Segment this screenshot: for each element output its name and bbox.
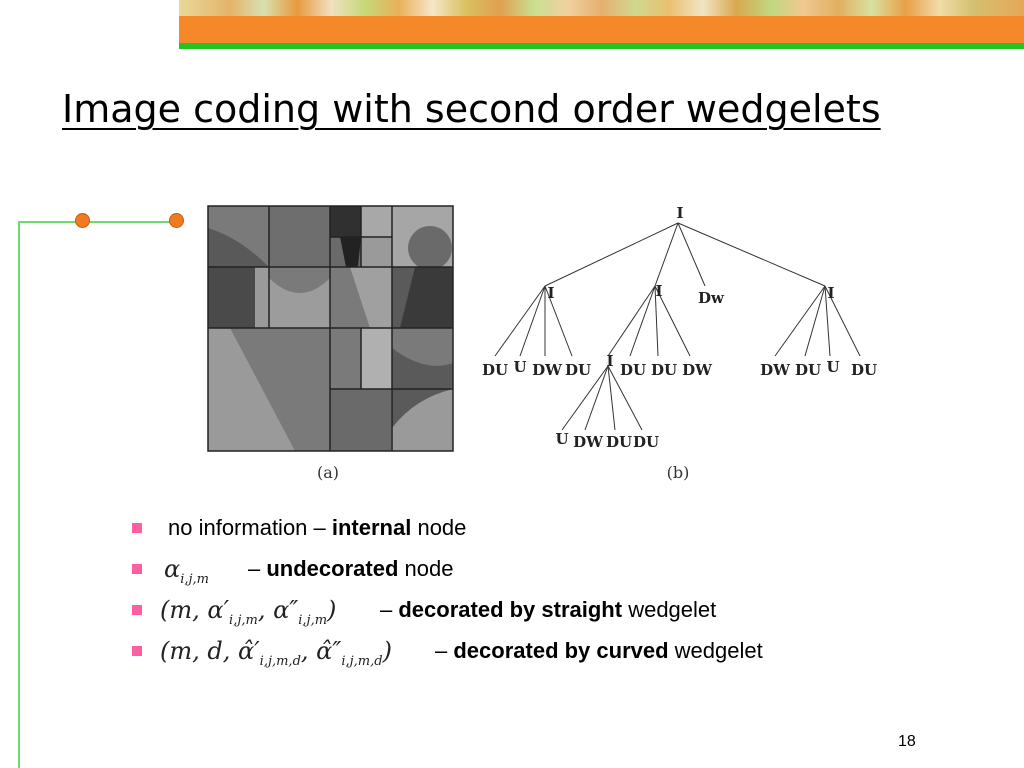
leaf-mid-1: DU (620, 361, 646, 379)
tree-left-label: I (547, 284, 554, 302)
bullet-text: – decorated by straight wedgelet (380, 597, 717, 622)
leaf-inner-3: DU (606, 433, 632, 451)
bullet-undecorated: αi,j,m – undecorated node (130, 551, 990, 587)
bullet-square-icon (132, 605, 142, 615)
tree-labels: I I I Dw I I DU U DW DU DU DU DW DW DU U… (482, 204, 877, 451)
decor-dot-left (75, 213, 90, 228)
math-alpha: αi,j,m (164, 555, 209, 587)
leaf-mid-2: DU (651, 361, 677, 379)
tree-inner-label: I (606, 352, 613, 370)
leaf-left-2: U (513, 358, 526, 376)
leaf-right-4: DU (851, 361, 877, 379)
wedgelet-figure: (a) I I I Dw (200, 198, 900, 488)
leaf-right-1: DW (760, 361, 791, 379)
header-decor-banner (179, 0, 1024, 16)
leaf-left-4: DU (565, 361, 591, 379)
bullet-straight: (m, α′i,j,m, α″i,j,m) – decorated by str… (130, 592, 990, 628)
caption-b: (b) (667, 463, 690, 482)
math-straight: (m, α′i,j,m, α″i,j,m) (160, 596, 337, 628)
tree-root-label: I (676, 204, 683, 222)
math-curved: (m, d, α̂′i,j,m,d, α̂″i,j,m,d) (160, 637, 392, 669)
leaf-right-3: U (826, 358, 839, 376)
bullet-square-icon (132, 646, 142, 656)
wedgelet-figure-svg: (a) I I I Dw (207, 204, 877, 482)
leaf-inner-2: DW (573, 433, 604, 451)
header-orange-band (179, 16, 1024, 43)
bullet-square-icon (132, 523, 142, 533)
slide-title: Image coding with second order wedgelets (62, 87, 881, 131)
bullet-curved: (m, d, α̂′i,j,m,d, α̂″i,j,m,d) – decorat… (130, 633, 990, 669)
leaf-left-3: DW (532, 361, 563, 379)
page-number: 18 (898, 733, 916, 750)
tree-middle-label: I (655, 282, 662, 300)
leaf-right-2: DU (795, 361, 821, 379)
tree-dw-label: Dw (698, 289, 725, 307)
bullet-text: no information – internal node (168, 515, 467, 540)
bullet-text: – decorated by curved wedgelet (435, 638, 763, 663)
caption-a: (a) (317, 463, 339, 482)
leaf-inner-1: U (555, 430, 568, 448)
bullet-internal: no information – internal node (130, 510, 990, 546)
decor-vertical-line (18, 221, 20, 768)
bullet-square-icon (132, 564, 142, 574)
wedgelet-tree (494, 222, 861, 431)
bullet-text: – undecorated node (248, 556, 454, 581)
leaf-left-1: DU (482, 361, 508, 379)
decor-horizontal-line (18, 221, 180, 223)
tree-far-right-label: I (827, 284, 834, 302)
leaf-inner-4: DU (633, 433, 659, 451)
quadtree-image (207, 205, 454, 452)
header-green-band (179, 43, 1024, 49)
decor-dot-right (169, 213, 184, 228)
leaf-mid-3: DW (682, 361, 713, 379)
